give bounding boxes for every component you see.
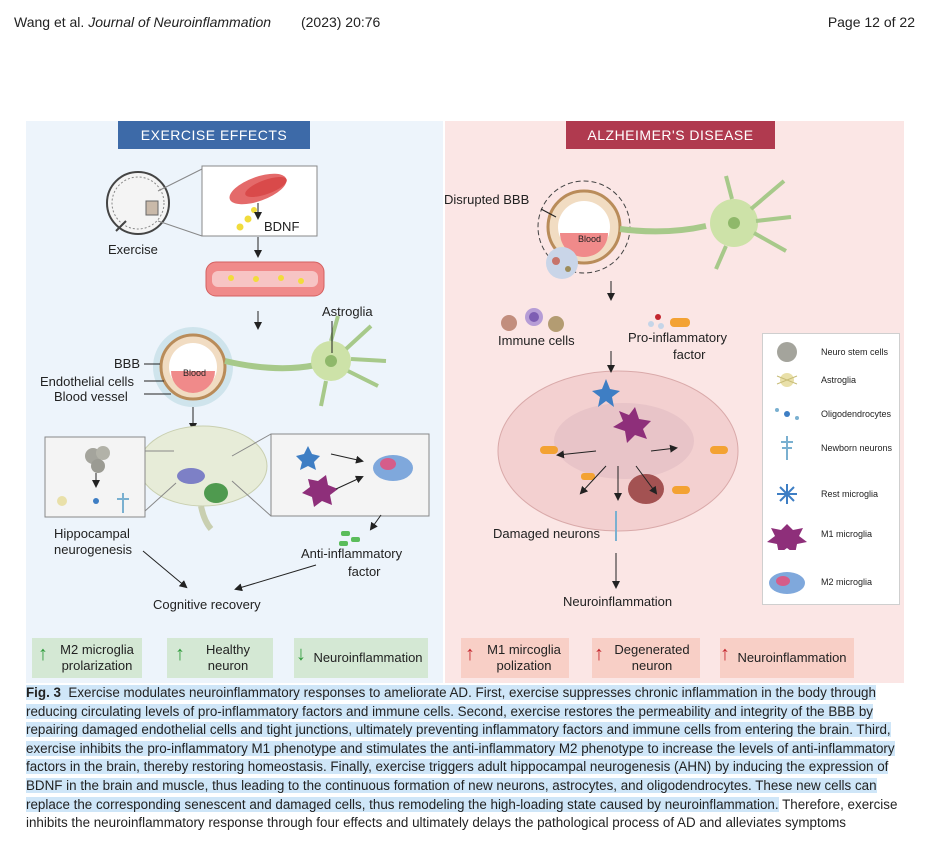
label-neurogenesis: neurogenesis xyxy=(54,542,133,557)
m2-line2: prolarization xyxy=(61,658,133,673)
label-cognitive-recovery: Cognitive recovery xyxy=(153,597,261,612)
authors: Wang et al. xyxy=(14,14,85,30)
label-exercise: Exercise xyxy=(108,242,158,257)
brain-illustration-left xyxy=(138,425,268,531)
bbb-cross-section xyxy=(153,327,233,407)
healthy-neuron-box: ↑ Healthy neuron xyxy=(167,638,273,678)
healthy-line1: Healthy xyxy=(205,642,251,657)
m2-line1: M2 microglia xyxy=(60,642,134,657)
figure-label: Fig. 3 xyxy=(26,685,61,700)
red-up-arrow-icon: ↑ xyxy=(594,643,604,665)
disrupted-bbb-cross-section xyxy=(537,180,631,279)
rest-microglia-icon xyxy=(777,484,797,504)
legend-label: Oligodendrocytes xyxy=(821,409,892,419)
label-hippocampal: Hippocampal xyxy=(54,526,130,541)
legend-m2-microglia: M2 microglia xyxy=(763,568,899,598)
green-up-arrow-icon: ↑ xyxy=(175,643,185,665)
anti-inflammatory-dots xyxy=(339,531,360,546)
legend-oligodendrocytes: Oligodendrocytes xyxy=(763,400,899,430)
oligodendrocyte-icon xyxy=(775,408,799,420)
healthy-neuron-text: Healthy neuron xyxy=(193,642,263,674)
green-down-arrow-icon: ↓ xyxy=(296,643,306,665)
journal-name: Journal of Neuroinflammation xyxy=(88,14,272,30)
legend-astroglia: Astroglia xyxy=(763,366,899,396)
label-disrupted-bbb: Disrupted BBB xyxy=(444,192,530,207)
legend-rest-microglia: Rest microglia xyxy=(763,480,899,510)
degenerated-line2: neuron xyxy=(631,658,673,673)
microglia-inset xyxy=(270,433,430,517)
label-anti-inflammatory-factor: factor xyxy=(348,564,381,579)
label-blood-left: Blood xyxy=(183,368,207,378)
legend-label: Rest microglia xyxy=(821,489,879,499)
neuro-stem-cell-icon xyxy=(777,342,797,362)
m1-microglia-text: M1 mircoglia polization xyxy=(481,642,567,674)
neuroinflammation-left-text: Neuroinflammation xyxy=(313,650,423,665)
m1-line2: polization xyxy=(496,658,552,673)
neuroinflammation-down-box: ↓ Neuroinflammation xyxy=(294,638,428,678)
label-astroglia: Astroglia xyxy=(322,304,373,319)
immune-cells-group xyxy=(501,308,564,332)
label-blood-right: Blood xyxy=(578,234,602,244)
cell-type-legend: Neuro stem cells Astroglia Oligodendrocy… xyxy=(762,333,900,605)
legend-label: M2 microglia xyxy=(821,577,873,587)
neuron-right xyxy=(619,175,792,270)
m1-microglia-box: ↑ M1 mircoglia polization xyxy=(461,638,569,678)
caption-highlighted-text: Exercise modulates neuroinflammatory res… xyxy=(26,685,895,812)
label-endothelial-cells: Endothelial cells xyxy=(40,374,134,389)
legend-newborn-neurons: Newborn neurons xyxy=(763,434,899,464)
pro-inflammatory-factor-icon xyxy=(648,314,690,329)
astroglia-icon xyxy=(776,373,798,387)
volume-info: (2023) 20:76 xyxy=(300,14,381,30)
label-bdnf: BDNF xyxy=(264,219,300,234)
label-damaged-neurons: Damaged neurons xyxy=(493,526,600,541)
m2-microglia-box: ↑ M2 microglia prolarization xyxy=(32,638,142,678)
red-up-arrow-icon: ↑ xyxy=(720,643,730,665)
figure-illustration xyxy=(44,165,792,592)
m2-microglia-icon xyxy=(769,572,805,594)
label-immune-cells: Immune cells xyxy=(498,333,575,348)
label-anti-inflammatory: Anti-inflammatory xyxy=(301,546,403,561)
neuroinflammation-up-box: ↑ Neuroinflammation xyxy=(720,638,854,678)
legend-label: Neuro stem cells xyxy=(821,347,889,357)
m2-microglia-text: M2 microglia prolarization xyxy=(54,642,140,674)
label-blood-vessel: Blood vessel xyxy=(54,389,128,404)
running-head: Wang et al. Journal of Neuroinflammation… xyxy=(14,14,380,30)
degenerated-neuron-box: ↑ Degenerated neuron xyxy=(592,638,700,678)
caption-highlighted: Fig. 3 Exercise modulates neuroinflammat… xyxy=(26,685,895,812)
legend-label: Newborn neurons xyxy=(821,443,893,453)
page-header: Wang et al. Journal of Neuroinflammation… xyxy=(14,14,915,36)
caption-rest-text: Therefore, exercise inhibits the neuroin… xyxy=(26,796,898,831)
page-number: Page 12 of 22 xyxy=(827,14,915,30)
astroglia-cell xyxy=(224,315,387,407)
hippocampus-inset xyxy=(44,436,146,518)
label-pro-inflammatory-factor: factor xyxy=(673,347,706,362)
label-pro-inflammatory: Pro-inflammatory xyxy=(628,330,727,345)
neuroinflammation-right-text: Neuroinflammation xyxy=(737,650,847,665)
figure-3: EXERCISE EFFECTS ALZHEIMER'S DISEASE Exe… xyxy=(26,121,904,683)
degenerated-line1: Degenerated xyxy=(614,642,690,657)
figure-caption: Fig. 3 Exercise modulates neuroinflammat… xyxy=(26,684,904,833)
label-bbb: BBB xyxy=(114,356,141,371)
healthy-line2: neuron xyxy=(207,658,249,673)
degenerated-neuron-text: Degenerated neuron xyxy=(606,642,698,674)
label-neuroinflammation-right: Neuroinflammation xyxy=(563,594,673,609)
exercise-effects-banner: EXERCISE EFFECTS xyxy=(118,121,310,149)
exercise-wheel-icon xyxy=(106,171,170,235)
muscle-bdnf-inset xyxy=(201,165,318,237)
legend-neuro-stem-cells: Neuro stem cells xyxy=(763,338,899,368)
newborn-neuron-icon xyxy=(781,436,793,460)
brain-illustration-right xyxy=(497,370,739,541)
m1-line1: M1 mircoglia xyxy=(487,642,561,657)
blood-vessel-tube xyxy=(205,261,325,297)
alzheimers-disease-banner: ALZHEIMER'S DISEASE xyxy=(566,121,775,149)
m1-microglia-icon xyxy=(767,524,807,550)
legend-m1-microglia: M1 microglia xyxy=(763,520,899,550)
green-up-arrow-icon: ↑ xyxy=(38,643,48,665)
legend-label: M1 microglia xyxy=(821,529,873,539)
red-up-arrow-icon: ↑ xyxy=(465,643,475,665)
legend-label: Astroglia xyxy=(821,375,857,385)
